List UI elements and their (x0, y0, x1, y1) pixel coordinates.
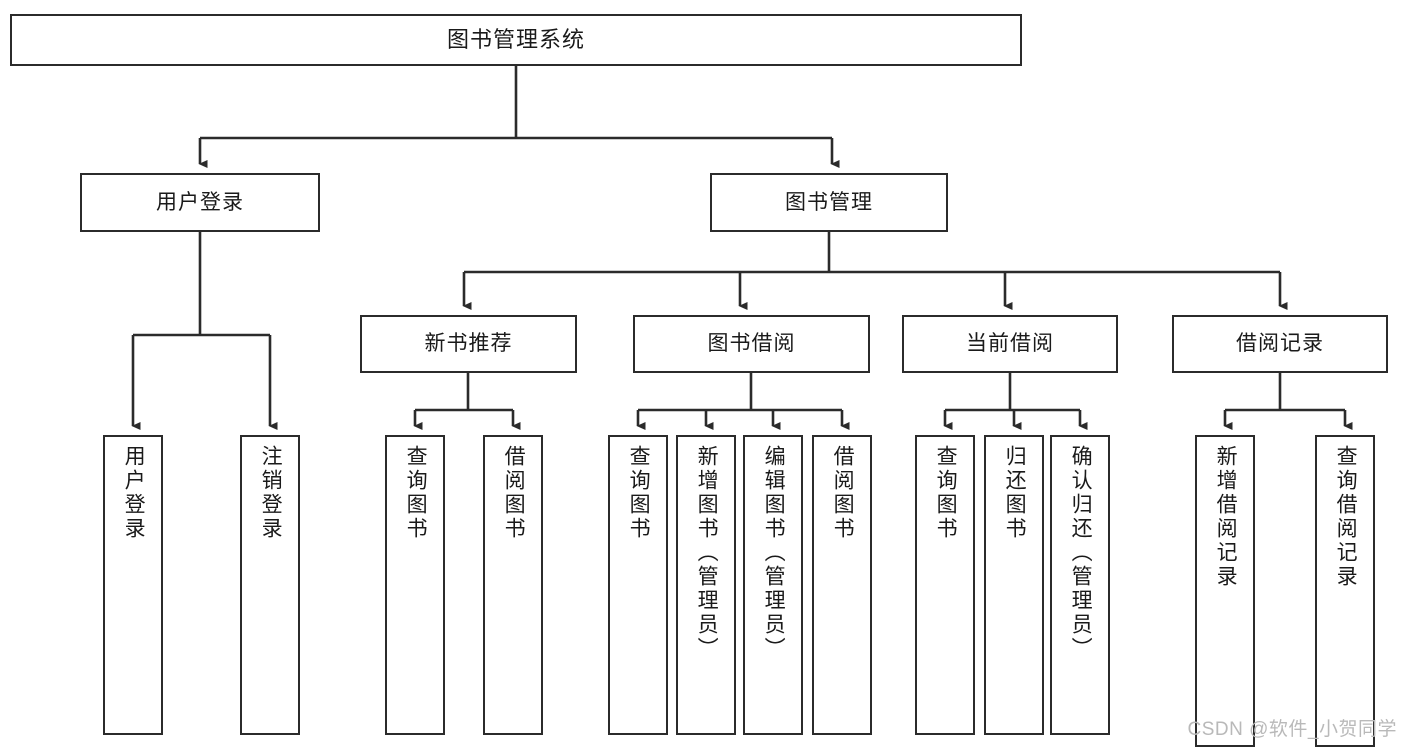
node-book-management-label: 图书管理 (785, 190, 873, 214)
node-book-borrow[interactable]: 图书借阅 (633, 315, 870, 373)
node-book-borrow-label: 图书借阅 (707, 332, 796, 356)
leaf-book-borrow-borrow[interactable]: 借阅图书 (812, 435, 872, 735)
leaf-book-borrow-edit[interactable]: 编辑图书（管理员） (743, 435, 803, 735)
leaf-label: 借阅图书 (502, 445, 526, 541)
leaf-current-borrow-confirm-return[interactable]: 确认归还（管理员） (1050, 435, 1110, 735)
node-current-borrow-label: 当前借阅 (966, 332, 1054, 356)
leaf-new-book-query[interactable]: 查询图书 (385, 435, 445, 735)
leaf-borrow-record-query[interactable]: 查询借阅记录 (1315, 435, 1375, 747)
node-root-label: 图书管理系统 (446, 26, 585, 52)
node-borrow-record-label: 借阅记录 (1236, 332, 1324, 356)
leaf-label: 新增图书（管理员） (695, 445, 719, 661)
node-new-book-recommend[interactable]: 新书推荐 (360, 315, 577, 373)
leaf-label: 查询借阅记录 (1334, 445, 1358, 589)
leaf-borrow-record-add[interactable]: 新增借阅记录 (1195, 435, 1255, 747)
leaf-current-borrow-query[interactable]: 查询图书 (915, 435, 975, 735)
node-new-book-recommend-label: 新书推荐 (424, 332, 513, 356)
leaf-label: 借阅图书 (831, 445, 855, 541)
node-root[interactable]: 图书管理系统 (10, 14, 1022, 66)
leaf-label: 查询图书 (627, 445, 651, 541)
node-user-login-label: 用户登录 (156, 190, 244, 214)
leaf-label: 确认归还（管理员） (1069, 445, 1093, 661)
leaf-label: 注销登录 (259, 445, 283, 541)
node-current-borrow[interactable]: 当前借阅 (902, 315, 1118, 373)
leaf-label: 用户登录 (122, 445, 146, 541)
leaf-user-login-logout[interactable]: 注销登录 (240, 435, 300, 735)
watermark: CSDN @软件_小贺同学 (1187, 719, 1397, 740)
leaf-label: 归还图书 (1003, 445, 1027, 541)
leaf-label: 新增借阅记录 (1214, 445, 1238, 589)
node-user-login[interactable]: 用户登录 (80, 173, 320, 232)
leaf-book-borrow-add[interactable]: 新增图书（管理员） (676, 435, 736, 735)
leaf-label: 查询图书 (404, 445, 428, 541)
leaf-current-borrow-return[interactable]: 归还图书 (984, 435, 1044, 735)
leaf-user-login-login[interactable]: 用户登录 (103, 435, 163, 735)
node-borrow-record[interactable]: 借阅记录 (1172, 315, 1388, 373)
node-book-management[interactable]: 图书管理 (710, 173, 948, 232)
leaf-book-borrow-query[interactable]: 查询图书 (608, 435, 668, 735)
leaf-label: 编辑图书（管理员） (762, 445, 786, 661)
leaf-label: 查询图书 (934, 445, 958, 541)
leaf-new-book-borrow[interactable]: 借阅图书 (483, 435, 543, 735)
